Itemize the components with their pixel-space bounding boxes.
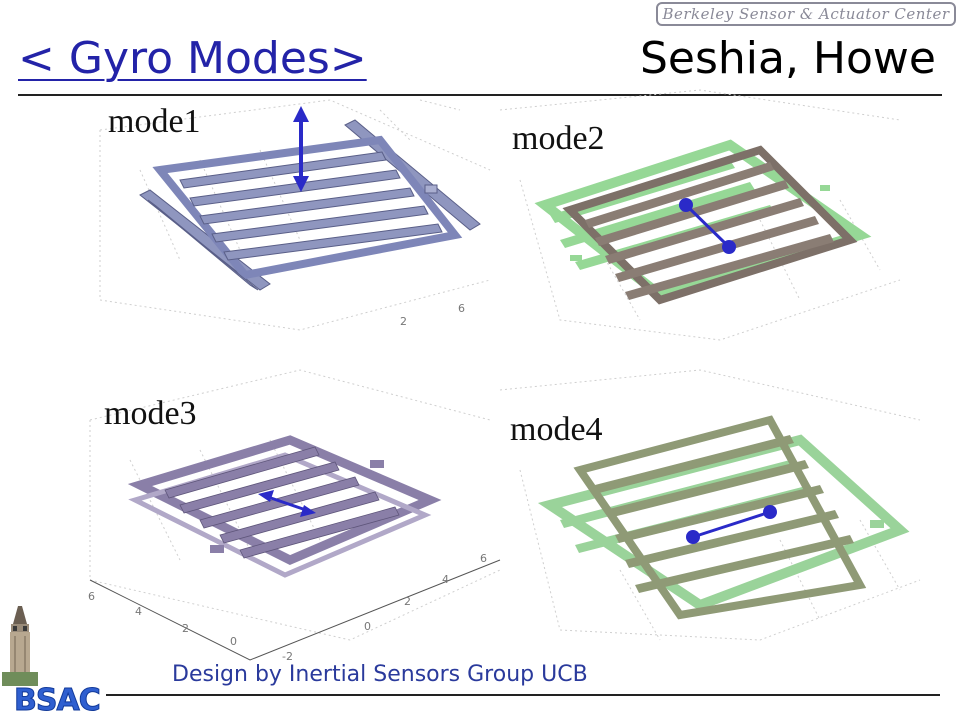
mode3-tick: 4 [135, 605, 142, 618]
design-credit: Design by Inertial Sensors Group UCB [172, 662, 588, 687]
footer-rule [106, 694, 940, 696]
panel-mode4 [499, 369, 921, 641]
bsac-header-badge: Berkeley Sensor & Actuator Center [656, 2, 956, 26]
mode1-motion-arrow-icon [293, 106, 309, 192]
mode3-tick: 0 [364, 620, 371, 633]
authors: Seshia, Howe [639, 33, 936, 84]
bsac-logo: BSAC [14, 683, 102, 718]
campanile-tower-icon [2, 606, 38, 686]
mode3-tick: 6 [88, 590, 95, 603]
mode3-tick: 4 [442, 573, 449, 586]
mode3-tick: 6 [480, 552, 487, 565]
panel-mode1: 2 6 [99, 99, 491, 331]
title-rule [18, 94, 942, 96]
mode1-tick: 2 [400, 315, 407, 328]
mode3-tick: 2 [404, 595, 411, 608]
panel-mode3: 6 4 2 0 -2 0 2 4 6 [88, 369, 501, 663]
mode2-label: mode2 [512, 120, 605, 157]
mode1-tick: 6 [458, 302, 465, 315]
mode3-tick: 2 [182, 622, 189, 635]
mode3-tick: 0 [230, 635, 237, 648]
mode4-label: mode4 [510, 411, 603, 448]
mode3-motion-arrow-icon [258, 490, 316, 517]
mode3-label: mode3 [104, 395, 197, 432]
mode4-motion-dumbbell-icon [686, 505, 777, 544]
panel-mode2 [499, 89, 901, 341]
mode2-motion-dumbbell-icon [679, 198, 736, 254]
mode3-tick: -2 [282, 650, 293, 663]
mode1-label: mode1 [108, 103, 201, 140]
page-title: < Gyro Modes> [18, 33, 367, 84]
